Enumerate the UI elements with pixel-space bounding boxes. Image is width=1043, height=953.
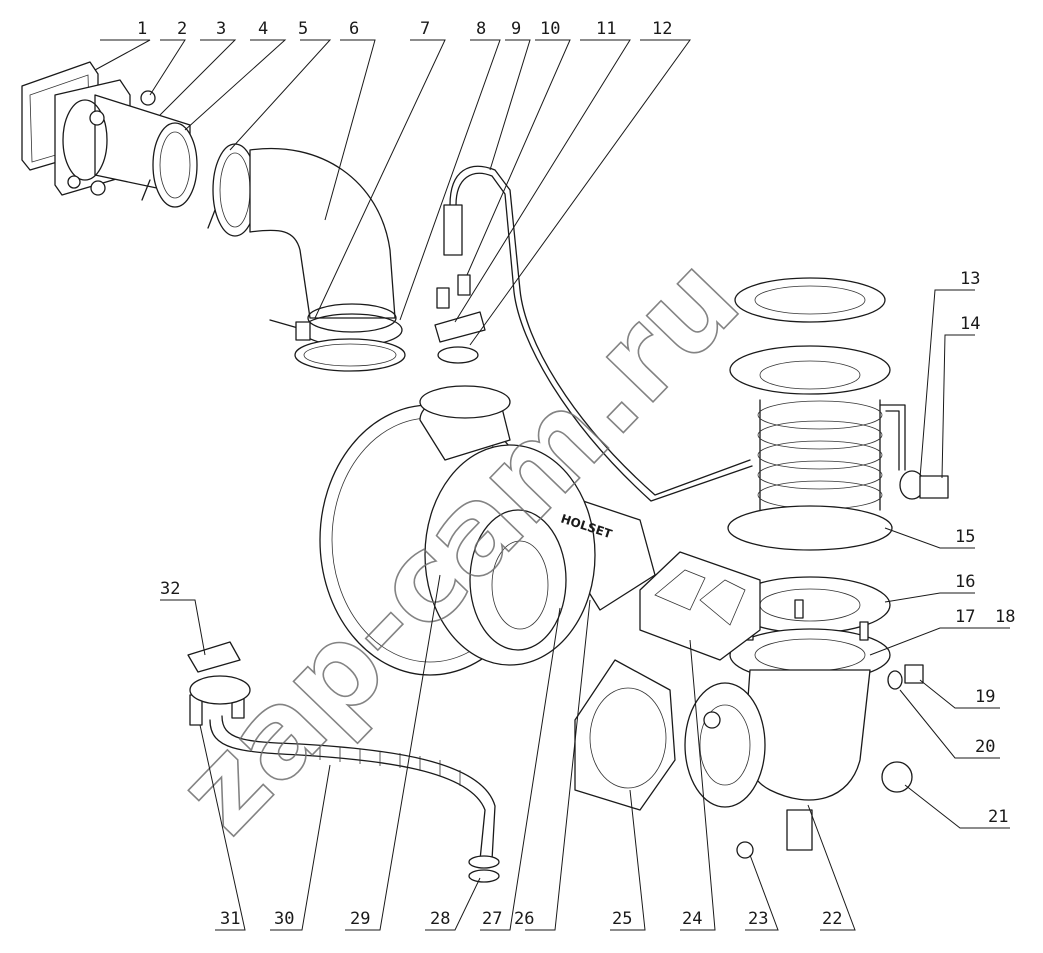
callout-14: 14 xyxy=(960,314,980,334)
callout-8: 8 xyxy=(476,19,486,39)
callout-6: 6 xyxy=(349,19,359,39)
callout-32: 32 xyxy=(160,579,180,599)
part-4-clamp xyxy=(141,122,198,208)
part-32-drain-gasket xyxy=(187,641,251,705)
callout-18: 18 xyxy=(995,607,1015,627)
callout-23: 23 xyxy=(748,909,768,929)
part-29-turbocharger: HOLSET xyxy=(319,385,614,676)
part-24-turbine-gasket xyxy=(639,551,761,661)
callout-22: 22 xyxy=(822,909,842,929)
callout-17: 17 xyxy=(955,607,975,627)
callout-31: 31 xyxy=(220,909,240,929)
callout-28: 28 xyxy=(430,909,450,929)
part-22-outlet-elbow xyxy=(684,669,871,851)
callout-25: 25 xyxy=(612,909,632,929)
callout-16: 16 xyxy=(955,572,975,592)
part-2-bolts xyxy=(67,90,156,196)
callout-26: 26 xyxy=(514,909,534,929)
callout-20: 20 xyxy=(975,737,995,757)
callout-9: 9 xyxy=(511,19,521,39)
part-30-drain-hose xyxy=(209,715,496,861)
callout-4: 4 xyxy=(258,19,268,39)
callout-7: 7 xyxy=(420,19,430,39)
part-25-gasket xyxy=(574,659,676,811)
part-6-elbow-pipe xyxy=(249,147,397,333)
part-28-seals xyxy=(468,855,500,883)
callout-30: 30 xyxy=(274,909,294,929)
callout-29: 29 xyxy=(350,909,370,929)
part-23-bolts xyxy=(703,711,754,859)
part-13-14-drain-fitting xyxy=(879,404,949,500)
callout-leaders xyxy=(94,39,1010,931)
callout-21: 21 xyxy=(988,807,1008,827)
part-7-vband-clamp xyxy=(269,313,403,347)
part-9-oil-feed-line xyxy=(443,165,753,502)
part-19-20-21-plugs xyxy=(881,664,924,793)
callout-15: 15 xyxy=(955,527,975,547)
callout-13: 13 xyxy=(960,269,980,289)
callout-2: 2 xyxy=(177,19,187,39)
part-12-flange-gasket xyxy=(434,311,486,364)
callout-10: 10 xyxy=(540,19,560,39)
callout-12: 12 xyxy=(652,19,672,39)
callout-19: 19 xyxy=(975,687,995,707)
part-8-ring xyxy=(294,338,406,372)
part-15-bellows xyxy=(727,277,893,551)
callout-27: 27 xyxy=(482,909,502,929)
callout-3: 3 xyxy=(216,19,226,39)
callout-11: 11 xyxy=(596,19,616,39)
part-10-11-bolts xyxy=(436,274,471,309)
callout-5: 5 xyxy=(298,19,308,39)
callout-numbers: 1 2 3 4 5 6 7 8 9 10 11 12 13 14 15 16 1… xyxy=(137,19,1015,929)
callout-1: 1 xyxy=(137,19,147,39)
callout-24: 24 xyxy=(682,909,702,929)
